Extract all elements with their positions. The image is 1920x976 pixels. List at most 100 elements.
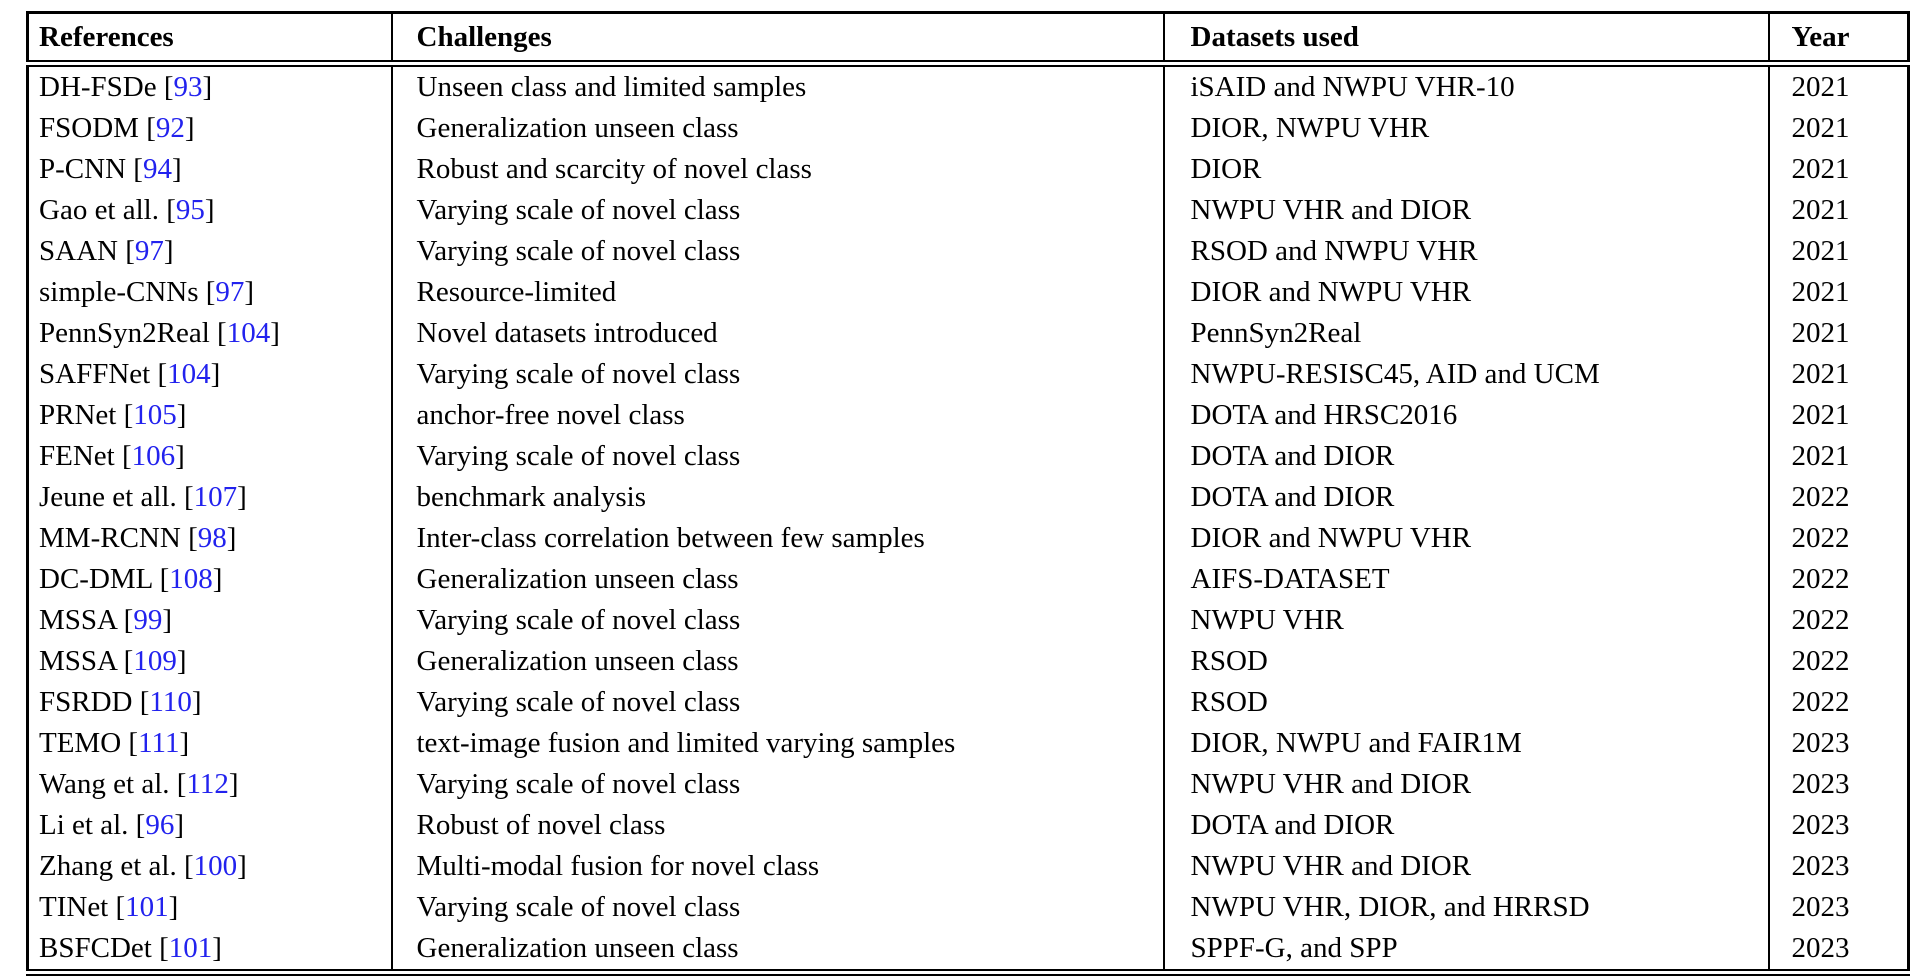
citation-bracket-close: ] xyxy=(202,71,213,103)
citation-bracket-close: ] xyxy=(179,727,190,759)
citation-bracket-open: [ xyxy=(163,71,174,103)
datasets-cell: AIFS-DATASET xyxy=(1163,559,1770,600)
datasets-cell: SPPF-G, and SPP xyxy=(1163,928,1770,973)
citation-bracket-open: [ xyxy=(188,522,198,554)
citation-bracket-open: [ xyxy=(146,112,156,144)
reference-cell: SAFFNet [104] xyxy=(27,354,393,395)
citation-bracket-close: ] xyxy=(184,112,195,144)
reference-name: FSRDD xyxy=(39,686,140,718)
reference-name: TEMO xyxy=(39,727,129,759)
citation-link[interactable]: 109 xyxy=(133,645,177,677)
citation-link[interactable]: 106 xyxy=(131,440,176,472)
citation-bracket-open: [ xyxy=(183,481,194,513)
reference-cell: MSSA [109] xyxy=(27,641,393,682)
citation-link[interactable]: 107 xyxy=(193,481,238,513)
reference-cell: PRNet [105] xyxy=(27,395,393,436)
citation-link[interactable]: 92 xyxy=(155,112,185,144)
year-cell: 2021 xyxy=(1791,317,1850,349)
citation-bracket-open: [ xyxy=(121,440,132,472)
challenge-cell: Varying scale of novel class xyxy=(391,231,1165,272)
citation-link[interactable]: 94 xyxy=(142,153,172,185)
challenge-cell: Robust of novel class xyxy=(391,805,1165,846)
citation-link[interactable]: 95 xyxy=(175,194,205,226)
citation-link[interactable]: 96 xyxy=(145,809,175,841)
reference-cell: BSFCDet [101] xyxy=(27,928,393,973)
citation-bracket-close: ] xyxy=(176,645,187,677)
challenge-cell: Generalization unseen class xyxy=(391,928,1165,973)
table-row: P-CNN [94] Robust and scarcity of novel c… xyxy=(27,149,1909,190)
citation-link[interactable]: 93 xyxy=(173,71,203,103)
reference-name: Li et al. xyxy=(39,809,136,841)
citation-bracket-open: [ xyxy=(139,686,150,718)
year-cell: 2023 xyxy=(1791,891,1850,923)
citation-link[interactable]: 100 xyxy=(193,850,238,882)
citation-bracket-open: [ xyxy=(217,317,227,349)
datasets-cell: DIOR, NWPU VHR xyxy=(1163,108,1770,149)
year-cell: 2022 xyxy=(1791,686,1850,718)
reference-cell: DH-FSDe [93] xyxy=(27,63,393,108)
citation-link[interactable]: 98 xyxy=(197,522,227,554)
table-row: SAFFNet [104]Varying scale of novel clas… xyxy=(27,354,1909,395)
citation-bracket-close: ] xyxy=(210,358,221,390)
citation-bracket-close: ] xyxy=(163,235,174,267)
challenge-cell: Varying scale of novel class xyxy=(391,682,1165,723)
challenge-cell: Unseen class and limited samples xyxy=(391,63,1165,108)
year-cell: 2021 xyxy=(1791,276,1850,308)
reference-name: MM-RCNN xyxy=(39,522,189,554)
reference-cell: Jeune et all. [107] xyxy=(27,477,393,518)
citation-bracket-close: ] xyxy=(174,809,184,841)
reference-cell: FSRDD [110] xyxy=(27,682,393,723)
citation-link[interactable]: 101 xyxy=(168,932,213,964)
citation-bracket-close: ] xyxy=(171,153,182,185)
table-header: References Challenges Datasets used Year xyxy=(27,12,1909,67)
reference-name: P-CNN xyxy=(39,153,134,185)
citation-bracket-open: [ xyxy=(133,153,143,185)
citation-bracket-close: ] xyxy=(212,932,222,964)
reference-cell: MSSA [99] xyxy=(27,600,393,641)
citation-bracket-close: ] xyxy=(168,891,179,923)
citation-bracket-open: [ xyxy=(135,809,146,841)
citation-link[interactable]: 97 xyxy=(134,235,164,267)
reference-name: FENet xyxy=(39,440,122,472)
table-row: Zhang et al. [100]Multi-modal fusion for… xyxy=(27,846,1909,887)
citation-link[interactable]: 99 xyxy=(133,604,163,636)
datasets-cell: DOTA and HRSC2016 xyxy=(1163,395,1770,436)
citation-link[interactable]: 101 xyxy=(125,891,169,923)
challenge-cell: Varying scale of novel class xyxy=(391,600,1165,641)
year-cell: 2021 xyxy=(1791,194,1850,226)
challenge-cell: Varying scale of novel class xyxy=(391,436,1165,477)
year-cell: 2021 xyxy=(1791,235,1850,267)
citation-bracket-open: [ xyxy=(123,399,134,431)
reference-name: PRNet xyxy=(39,399,124,431)
challenge-cell: Varying scale of novel class xyxy=(391,764,1165,805)
citation-bracket-close: ] xyxy=(212,563,223,595)
citation-link[interactable]: 104 xyxy=(226,317,271,349)
citation-link[interactable]: 108 xyxy=(169,563,213,595)
challenge-cell: Robust and scarcity of novel class xyxy=(391,149,1165,190)
citation-link[interactable]: 111 xyxy=(138,727,180,759)
year-cell: 2022 xyxy=(1791,604,1850,636)
citation-link[interactable]: 104 xyxy=(167,358,211,390)
citation-link[interactable]: 112 xyxy=(186,768,229,800)
year-cell: 2023 xyxy=(1791,932,1850,964)
year-cell: 2021 xyxy=(1791,399,1850,431)
datasets-cell: PennSyn2Real xyxy=(1163,313,1770,354)
challenge-cell: Resource-limited xyxy=(391,272,1165,313)
table-row: PennSyn2Real [104]Novel datasets introdu… xyxy=(27,313,1909,354)
citation-link[interactable]: 105 xyxy=(133,399,177,431)
datasets-cell: iSAID and NWPU VHR-10 xyxy=(1163,63,1770,108)
citation-bracket-open: [ xyxy=(205,276,216,308)
challenge-cell: text-image fusion and limited varying sa… xyxy=(391,723,1165,764)
citation-link[interactable]: 110 xyxy=(149,686,192,718)
reference-name: TINet xyxy=(39,891,116,923)
datasets-cell: RSOD xyxy=(1163,682,1770,723)
reference-name: SAAN xyxy=(39,235,126,267)
citation-link[interactable]: 97 xyxy=(215,276,245,308)
citation-bracket-open: [ xyxy=(166,194,176,226)
